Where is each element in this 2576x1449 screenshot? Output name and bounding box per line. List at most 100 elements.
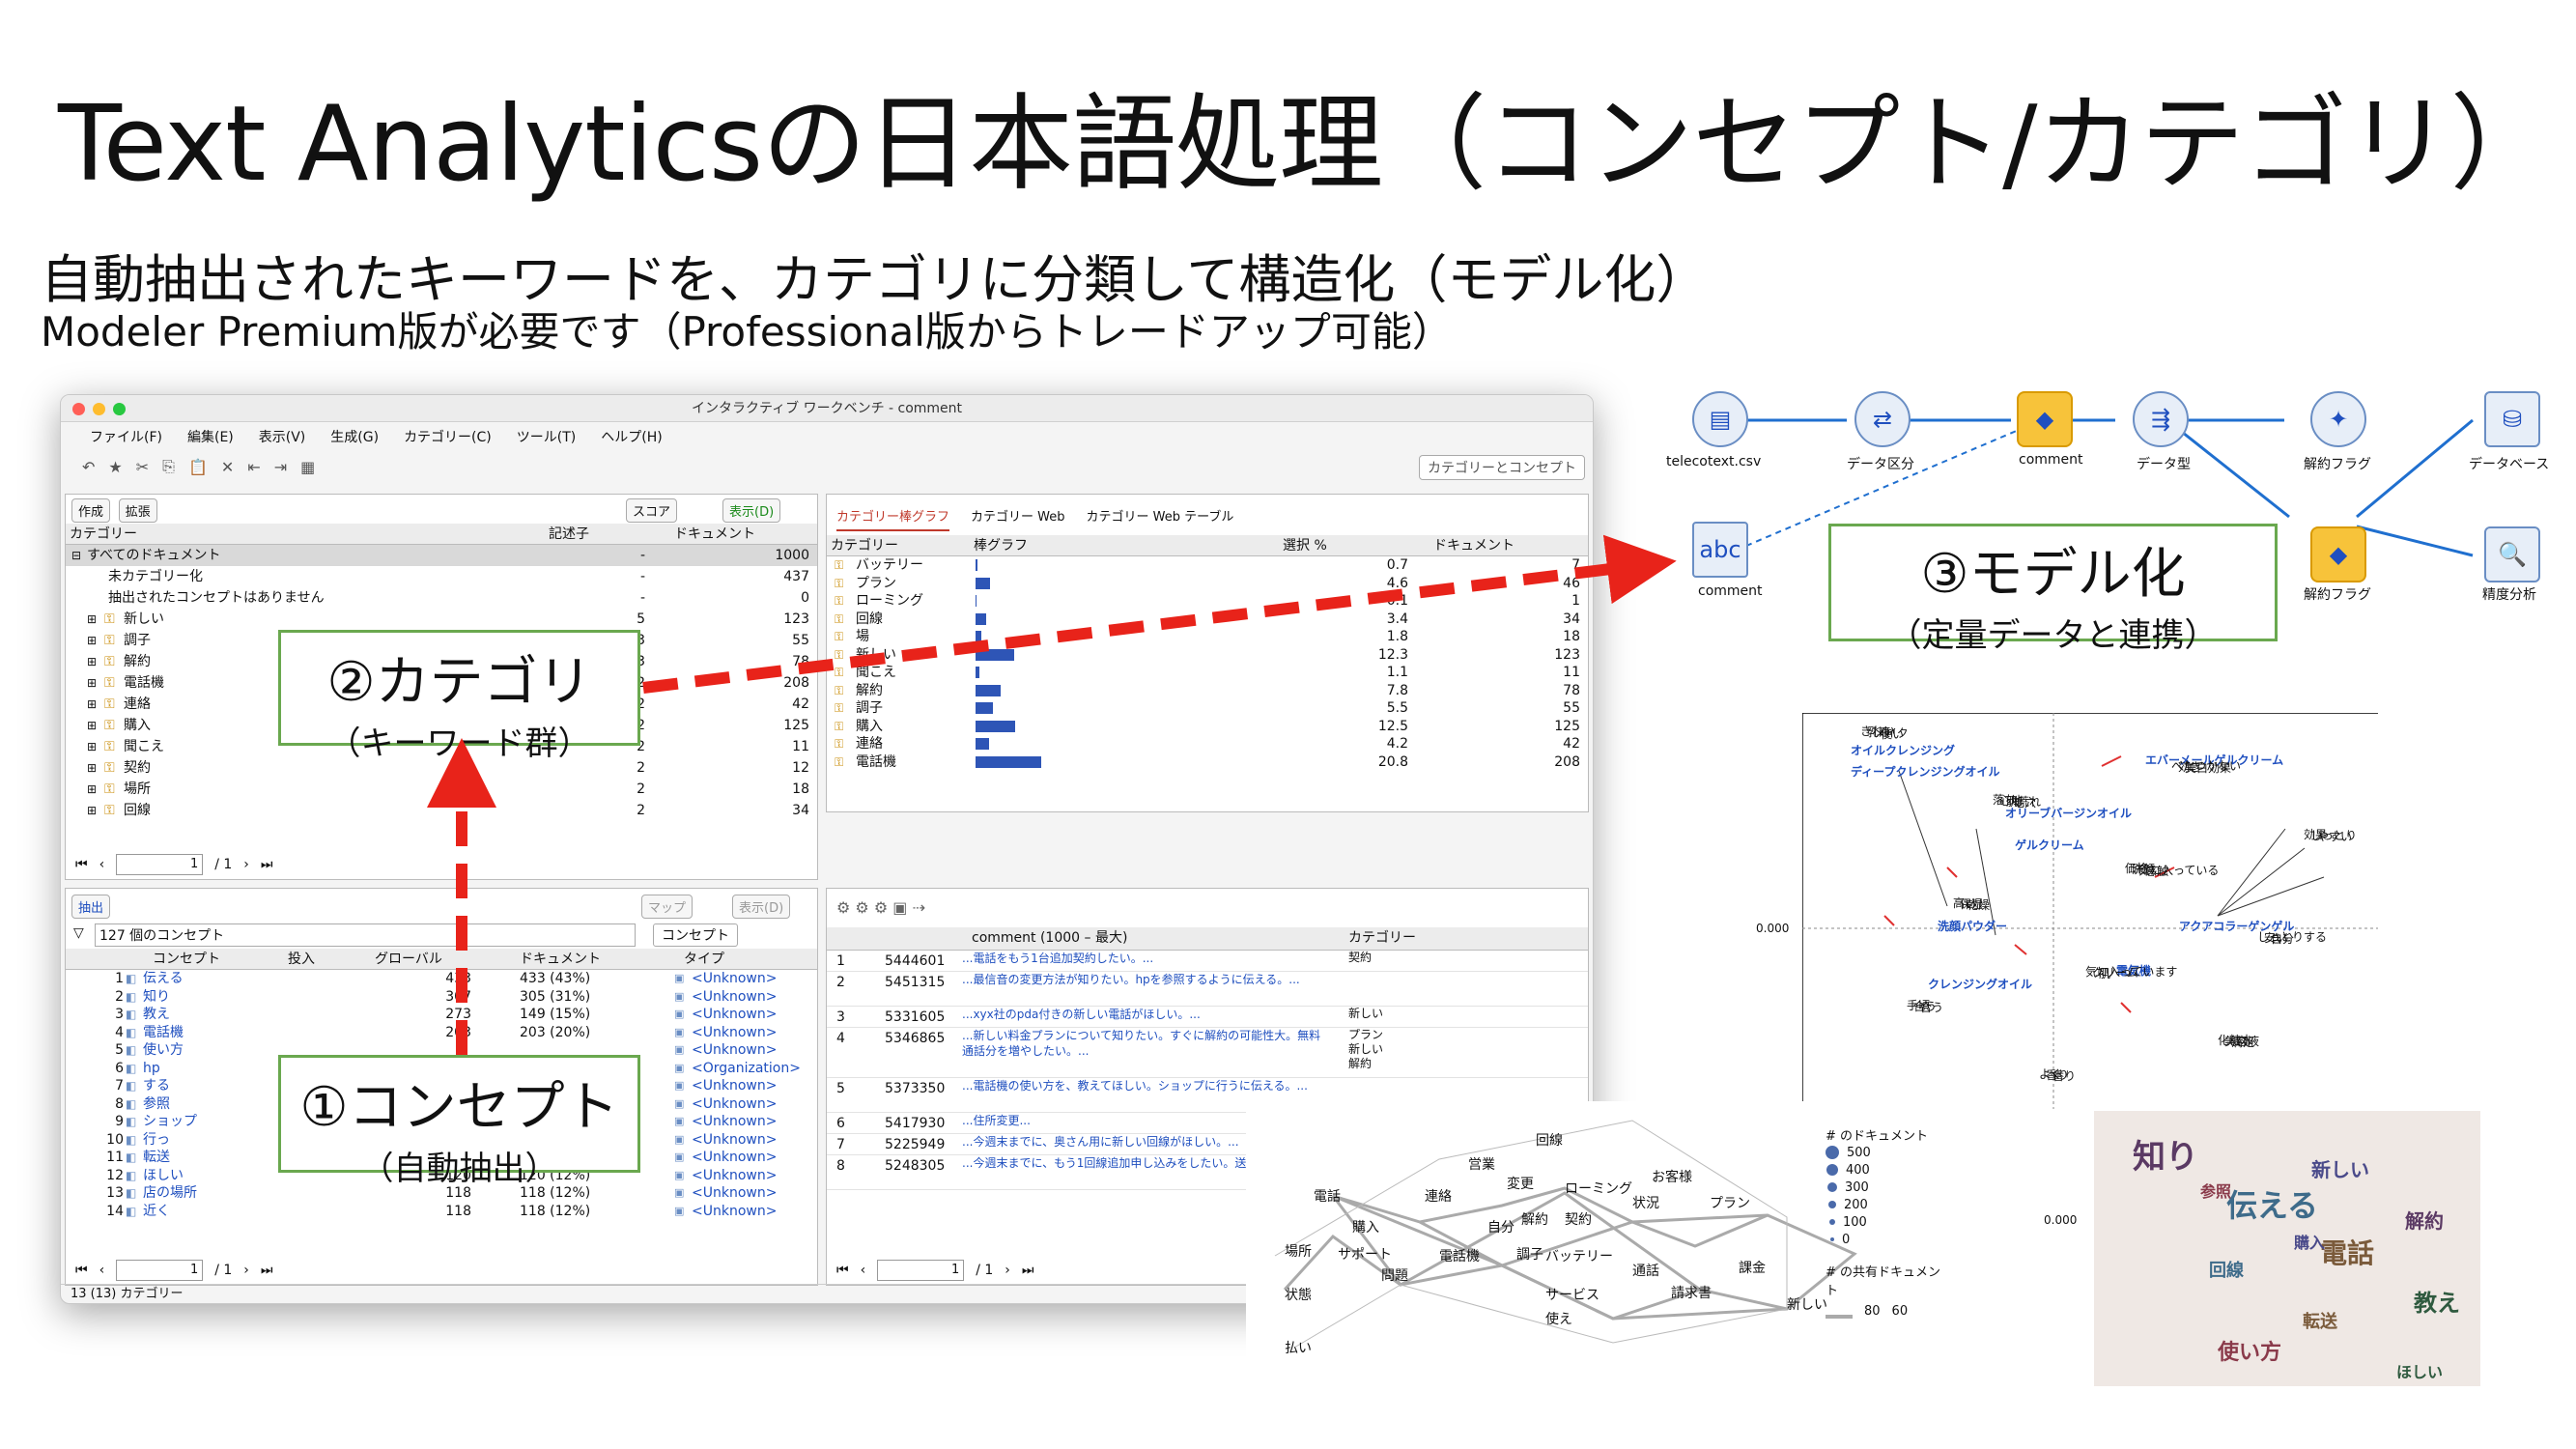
last-page-icon[interactable]: ⏭ (260, 857, 273, 872)
copy-icon[interactable]: ⎘ (162, 457, 175, 475)
tab-category-bar[interactable]: カテゴリー棒グラフ (836, 506, 950, 531)
tab-category-web[interactable]: カテゴリー Web (971, 510, 1065, 525)
concept-row[interactable]: 9◧ショップ▣<Unknown> (66, 1113, 817, 1131)
menu-category[interactable]: カテゴリー(C) (404, 430, 492, 445)
prev-page-icon[interactable]: ‹ (99, 857, 105, 872)
grid-icon[interactable]: ▦ (300, 457, 316, 476)
expand-icon[interactable]: ⊞ (87, 655, 98, 668)
expand-icon[interactable]: ⊞ (87, 761, 98, 775)
concept-name[interactable]: 伝える (143, 971, 184, 986)
concept-name[interactable]: hp (143, 1060, 160, 1076)
delete-icon[interactable]: ✕ (220, 457, 235, 476)
stream-node-type[interactable]: ⇶ (2133, 391, 2189, 447)
concept-name[interactable]: 使い方 (143, 1042, 184, 1058)
tab-category-web-table[interactable]: カテゴリー Web テーブル (1086, 510, 1234, 525)
cut-icon[interactable]: ✂ (135, 457, 150, 476)
stream-node-csv[interactable]: ▤ (1692, 391, 1748, 447)
concept-name[interactable]: ほしい (143, 1167, 184, 1183)
menu-tools[interactable]: ツール(T) (516, 430, 577, 445)
first-page-icon[interactable]: ⏮ (836, 1263, 849, 1278)
create-button[interactable]: 作成 (71, 498, 111, 523)
view-select[interactable]: カテゴリーとコンセプト (1419, 455, 1585, 480)
next-page-icon[interactable]: › (1005, 1263, 1010, 1278)
show-button[interactable]: 表示(D) (722, 498, 781, 523)
stream-node-partition[interactable]: ⇄ (1854, 391, 1911, 447)
concept-name[interactable]: する (143, 1078, 170, 1094)
last-page-icon[interactable]: ⏭ (260, 1263, 273, 1278)
concept-row[interactable]: 8◧参照▣<Unknown> (66, 1095, 817, 1114)
concept-show-button[interactable]: 表示(D) (732, 895, 791, 919)
expand-icon[interactable]: ⊞ (87, 804, 98, 817)
concept-row[interactable]: 10◧行っ▣<Unknown> (66, 1131, 817, 1150)
expand-icon[interactable]: ⊞ (87, 676, 98, 690)
menu-view[interactable]: 表示(V) (258, 430, 306, 445)
extract-button[interactable]: 抽出 (71, 895, 111, 919)
category-row[interactable]: すべてのドキュメント⊟-1000 (66, 545, 817, 566)
next-page-icon[interactable]: › (243, 857, 249, 872)
close-icon[interactable] (72, 403, 85, 415)
first-page-icon[interactable]: ⏮ (75, 857, 88, 872)
menu-help[interactable]: ヘルプ(H) (601, 430, 663, 445)
tool-icon[interactable]: ⚙ ⚙ ⚙ ▣ ⇢ (836, 898, 925, 917)
concept-row[interactable]: 5◧使い方▣<Unknown> (66, 1041, 817, 1060)
concept-row[interactable]: 6◧hp▣<Organization> (66, 1060, 817, 1078)
prev-page-icon[interactable]: ‹ (860, 1263, 866, 1278)
stream-node-analysis[interactable]: 🔍 (2484, 526, 2540, 582)
last-page-icon[interactable]: ⏭ (1021, 1263, 1034, 1278)
undo-icon[interactable]: ↶ (82, 457, 96, 476)
expand-icon[interactable]: ⊞ (87, 782, 98, 796)
stream-node-flag[interactable]: ✦ (2310, 391, 2366, 447)
stream-node-comment-text[interactable]: abc (1692, 522, 1748, 578)
concept-name[interactable]: 店の場所 (143, 1185, 197, 1201)
extend-button[interactable]: 拡張 (118, 498, 157, 523)
paste-icon[interactable]: 📋 (187, 457, 208, 476)
expand-icon[interactable]: ⊞ (87, 634, 98, 647)
stream-node-database[interactable]: ⛁ (2484, 391, 2540, 447)
category-page-input[interactable]: 1 (116, 854, 204, 875)
document-page-input[interactable]: 1 (877, 1260, 965, 1281)
concept-name[interactable]: 転送 (143, 1150, 170, 1165)
concept-name[interactable]: 知り (143, 988, 170, 1005)
concept-name[interactable]: 近く (143, 1203, 170, 1219)
concept-page-input[interactable]: 1 (116, 1260, 204, 1281)
concept-name[interactable]: ショップ (143, 1114, 197, 1129)
concept-row[interactable]: 7◧する▣<Unknown> (66, 1077, 817, 1095)
score-button[interactable]: スコア (626, 498, 678, 523)
concept-filter-input[interactable]: 127 個のコンセプト (95, 923, 636, 947)
category-row[interactable]: 抽出されたコンセプトはありません-0 (66, 587, 817, 609)
expand-icon[interactable]: ⊞ (87, 697, 98, 711)
expand-icon[interactable]: ⊞ (87, 719, 98, 732)
prev-page-icon[interactable]: ‹ (99, 1263, 105, 1278)
expand-icon[interactable]: ⊞ (87, 740, 98, 753)
move-right-icon[interactable]: ⇥ (273, 457, 288, 476)
stream-node-comment-model[interactable]: ◆ (2017, 391, 2073, 447)
stream-node-flag-model[interactable]: ◆ (2310, 526, 2366, 582)
expand-icon[interactable]: ⊞ (87, 612, 98, 626)
